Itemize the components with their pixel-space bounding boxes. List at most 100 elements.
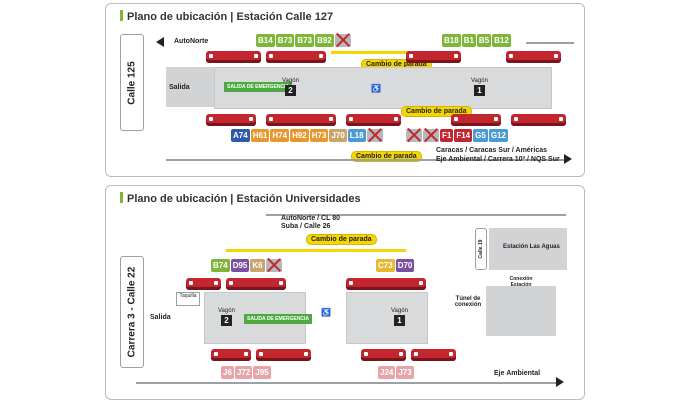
wagon-2: Vagón 2: [218, 308, 235, 326]
route-badge[interactable]: B73: [295, 34, 315, 47]
road-south-label: Eje Ambiental: [494, 370, 541, 377]
route-badge[interactable]: B5: [476, 34, 492, 47]
route-badge[interactable]: B14: [256, 34, 275, 47]
bus-icon: [511, 114, 566, 126]
route-badge[interactable]: K6: [250, 259, 265, 272]
transfer-path: [226, 249, 406, 252]
route-badge[interactable]: D95: [230, 259, 250, 272]
transfer-path: [331, 51, 441, 54]
suspended-route-badge: [366, 129, 383, 142]
road-north-label: AutoNorte: [174, 38, 209, 45]
route-badge[interactable]: D70: [395, 259, 415, 272]
emergency-exit-sign: SALIDA DE EMERGENCIA: [244, 314, 313, 324]
route-badge[interactable]: J95: [253, 366, 271, 379]
bus-icon: [451, 114, 501, 126]
tunnel-exit-area: [486, 286, 556, 336]
taquilla-box: Taquilla: [176, 292, 200, 306]
bus-icon: [206, 51, 261, 63]
emergency-exit-sign: SALIDA DE EMERGENCIA: [224, 82, 293, 92]
wagon-2: Vagón 2: [282, 78, 299, 96]
road-north-label-2: Suba / Calle 26: [281, 223, 331, 230]
bus-icon: [226, 278, 286, 290]
routes-top-left: B74 D95 K6: [211, 259, 282, 272]
bus-icon: [506, 51, 561, 63]
routes-top-right: B18 B1 B5 B12: [442, 34, 511, 47]
bus-icon: [266, 51, 326, 63]
route-badge[interactable]: F1: [440, 129, 454, 142]
bus-icon: [186, 278, 221, 290]
suspended-route-badge: [334, 34, 351, 47]
arrow-right-icon: [556, 377, 564, 387]
route-badge[interactable]: J70: [329, 129, 347, 142]
route-badge[interactable]: F14: [454, 129, 473, 142]
route-badge[interactable]: L18: [347, 129, 366, 142]
suspended-route-badge: [265, 259, 282, 272]
bus-icon: [256, 349, 311, 361]
station-map-universidades: Plano de ubicación | Estación Universida…: [105, 185, 585, 400]
road-north-label-1: AutoNorte / CL 80: [281, 215, 340, 222]
station-map-calle-127: Plano de ubicación | Estación Calle 127 …: [105, 3, 585, 177]
road-line: [136, 382, 556, 384]
bus-icon: [346, 278, 426, 290]
bus-icon: [411, 349, 456, 361]
exit-label: Salida: [150, 314, 171, 321]
route-badge[interactable]: B18: [442, 34, 461, 47]
road-line: [266, 214, 566, 216]
title-accent: [120, 192, 123, 203]
transfer-label: Cambio de parada: [306, 234, 377, 245]
arrow-right-icon: [564, 154, 572, 164]
road-south-label-1: Caracas / Caracas Sur / Américas: [436, 147, 548, 154]
road-line: [166, 159, 566, 161]
bus-icon: [206, 114, 256, 126]
accessibility-icon: ♿: [371, 84, 381, 93]
route-badge[interactable]: G12: [488, 129, 508, 142]
route-badge[interactable]: J6: [221, 366, 234, 379]
road-south-label-2: Eje Ambiental / Carrera 10ª / NQS Sur: [436, 156, 560, 163]
cross-street-label: Calle 125: [120, 34, 144, 131]
cross-street-label: Carrera 3 - Calle 22: [120, 256, 144, 368]
entrance-area: [166, 67, 214, 107]
station-platform-1: [346, 292, 428, 344]
route-badge[interactable]: B1: [461, 34, 476, 47]
route-badge[interactable]: A74: [231, 129, 250, 142]
route-badge[interactable]: H73: [309, 129, 329, 142]
route-badge[interactable]: B92: [315, 34, 334, 47]
route-badge[interactable]: B12: [492, 34, 511, 47]
route-badge[interactable]: B73: [275, 34, 295, 47]
map-title: Plano de ubicación | Estación Calle 127: [120, 10, 333, 23]
route-badge[interactable]: B74: [211, 259, 230, 272]
las-aguas-station: [489, 228, 567, 270]
arrow-left-icon: [156, 37, 164, 47]
map-title: Plano de ubicación | Estación Universida…: [120, 192, 361, 205]
calle-19-label: Calle 19: [475, 228, 487, 270]
routes-bottom-right: F1 F14 G5 G12: [406, 129, 508, 142]
route-badge[interactable]: J72: [234, 366, 253, 379]
bus-icon: [361, 349, 406, 361]
wagon-1: Vagón 1: [391, 308, 408, 326]
transfer-label: Cambio de parada: [401, 106, 472, 117]
bus-icon: [266, 114, 336, 126]
suspended-route-badge: [423, 129, 439, 142]
route-badge[interactable]: J24: [378, 366, 396, 379]
exit-label: Salida: [169, 84, 190, 91]
las-aguas-label: Estación Las Aguas: [503, 244, 560, 250]
wagon-1: Vagón 1: [471, 78, 488, 96]
route-badge[interactable]: H61: [250, 129, 270, 142]
routes-bottom-left: A74 H61 H74 H92 H73 J70 L18: [231, 129, 383, 142]
routes-top-left: B14 B73 B73 B92: [256, 34, 351, 47]
suspended-route-badge: [406, 129, 422, 142]
route-badge[interactable]: C73: [376, 259, 395, 272]
routes-bottom-left: J6 J72 J95: [221, 366, 271, 379]
pedestrian-icon: ♿: [321, 308, 331, 317]
routes-bottom-right: J24 J73: [378, 366, 414, 379]
transfer-label: Cambio de parada: [351, 151, 422, 162]
routes-top-right: C73 D70: [376, 259, 415, 272]
route-badge[interactable]: J73: [396, 366, 414, 379]
road-line: [526, 42, 574, 44]
route-badge[interactable]: H92: [290, 129, 309, 142]
tunnel-label: Túnel de conexión: [454, 296, 482, 308]
route-badge[interactable]: H74: [270, 129, 290, 142]
bus-icon: [211, 349, 251, 361]
route-badge[interactable]: G5: [473, 129, 488, 142]
bus-icon: [406, 51, 461, 63]
